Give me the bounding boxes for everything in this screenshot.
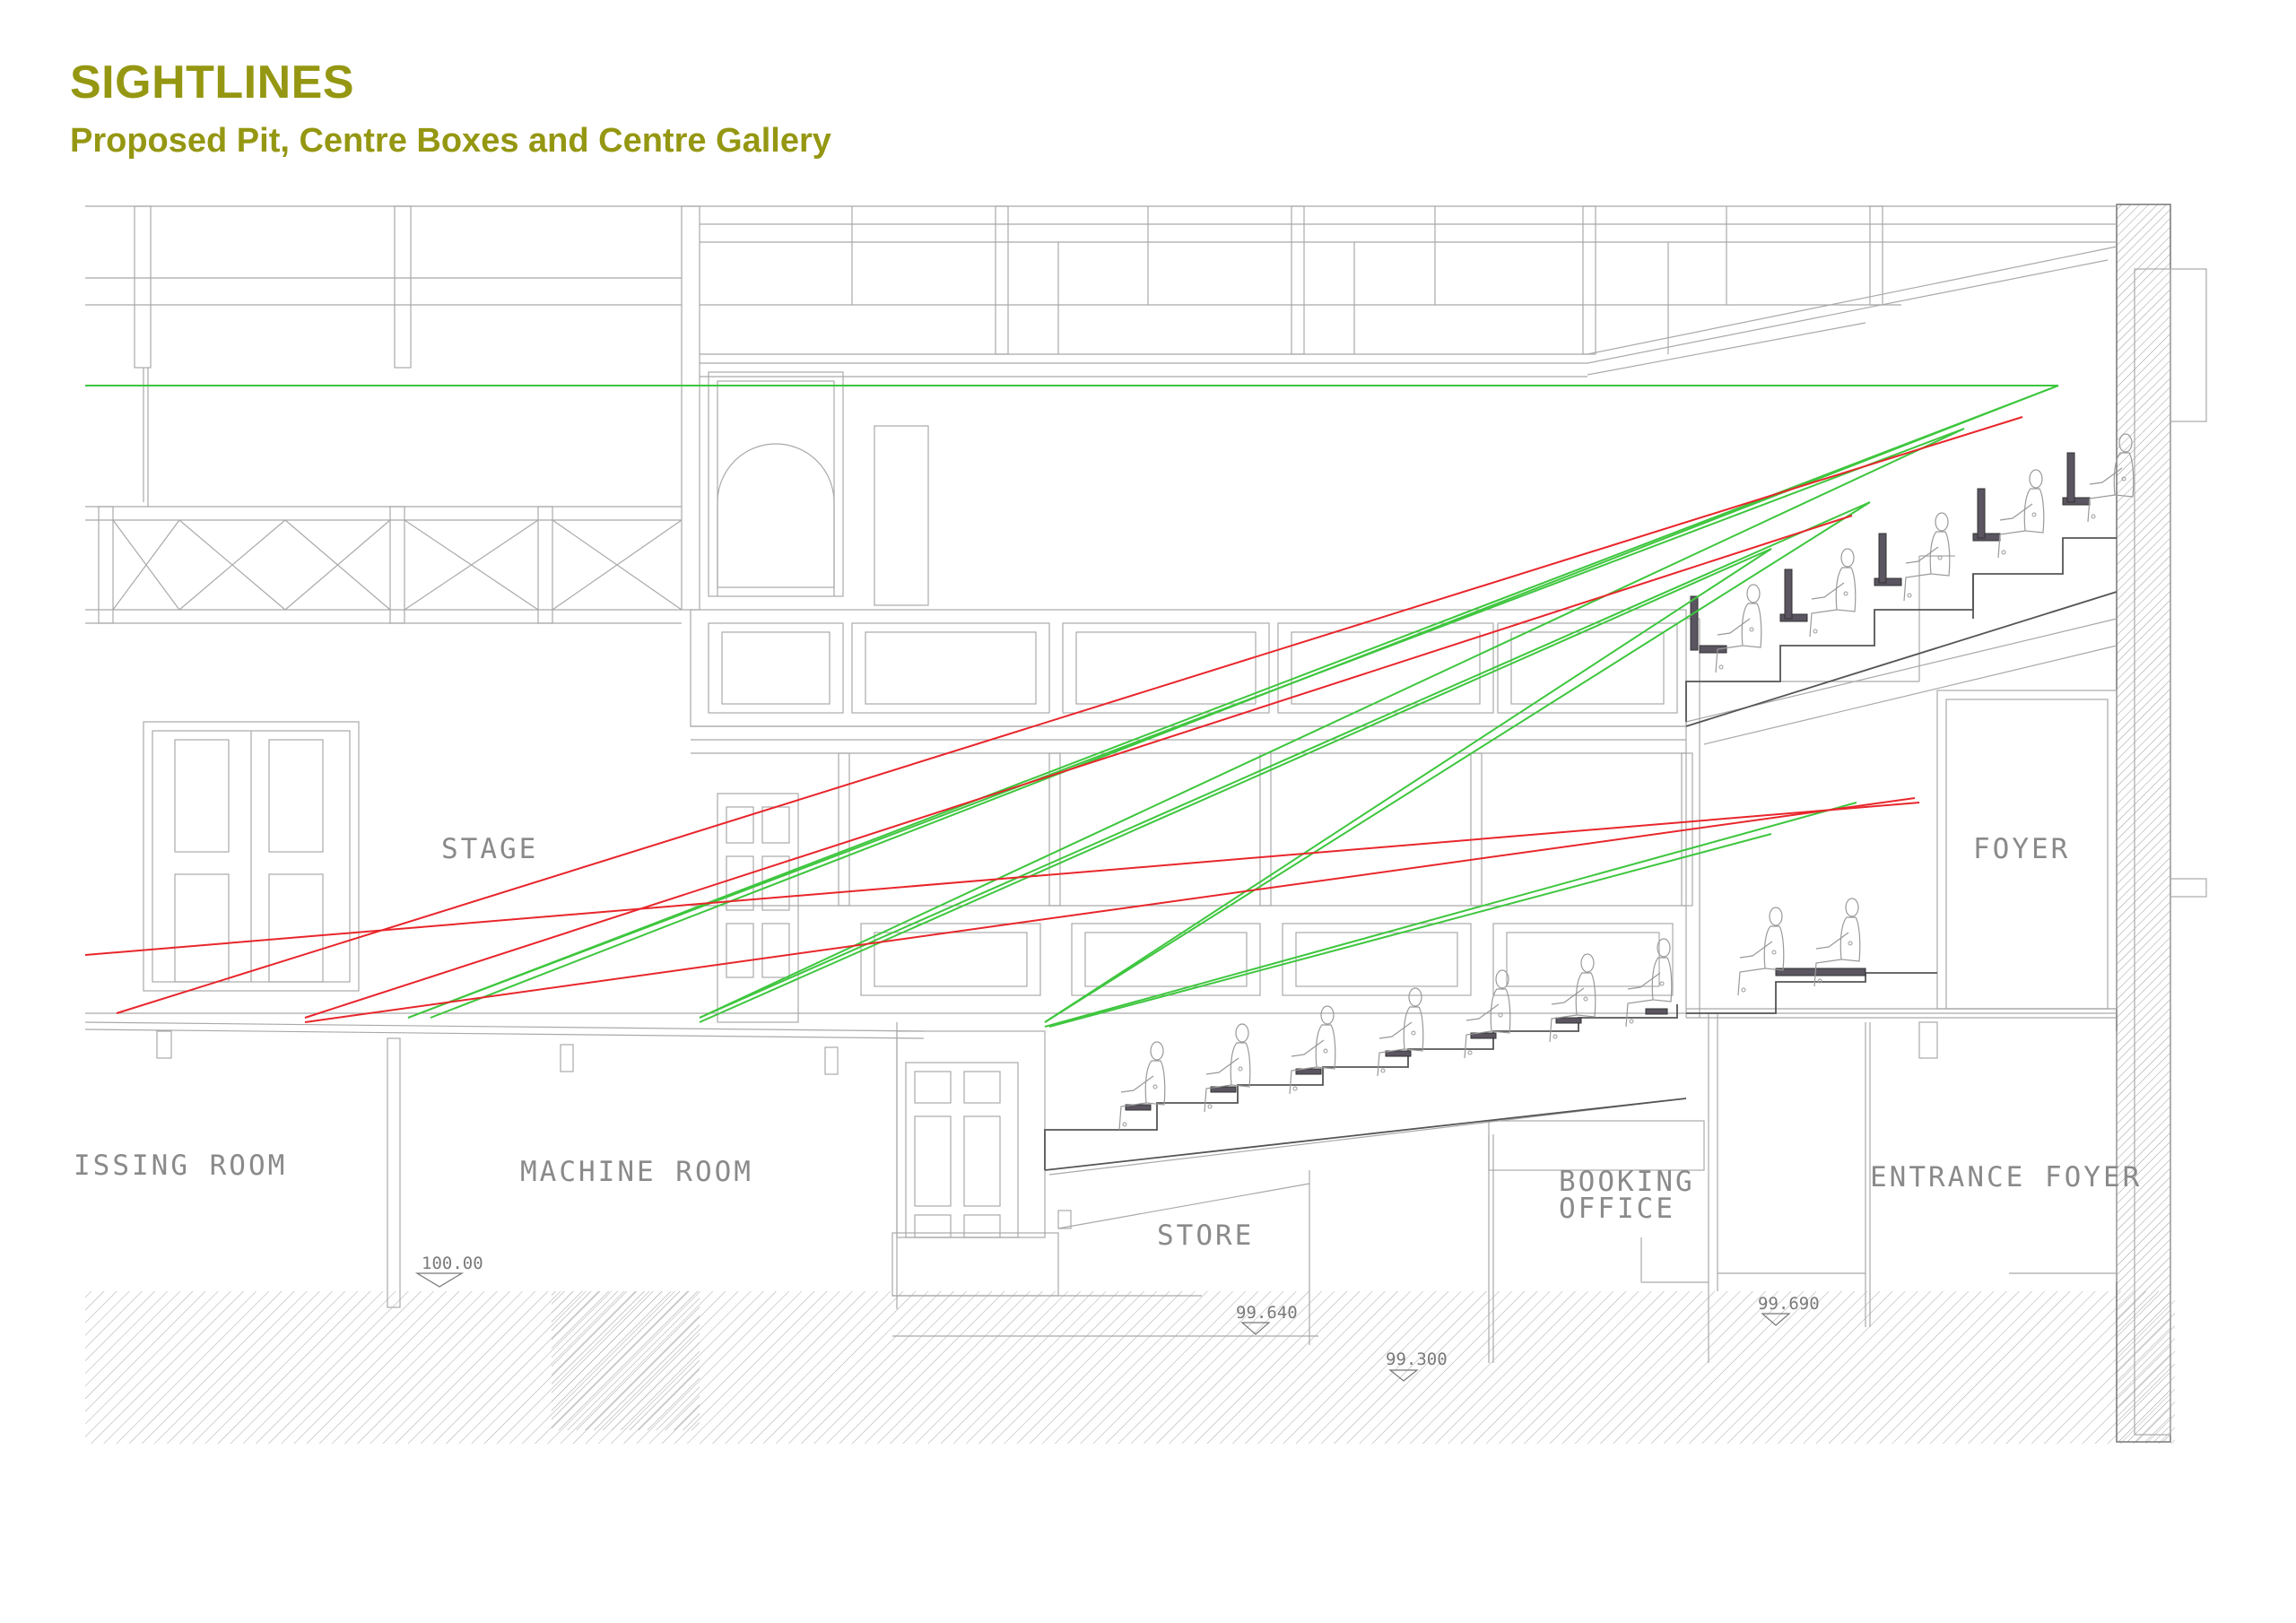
label-store: STORE xyxy=(1157,1219,1254,1252)
pit-steps xyxy=(1044,1004,1687,1171)
label-machine-room: MACHINE ROOM xyxy=(520,1156,753,1188)
level-machine-room: 100.00 xyxy=(422,1254,483,1273)
structure-lines xyxy=(84,205,2207,1436)
page-title: SIGHTLINES xyxy=(70,56,355,108)
ground-hatching xyxy=(85,204,2175,1444)
level-markers xyxy=(414,1272,1791,1382)
label-foyer: FOYER xyxy=(1973,833,2070,865)
level-booking: 99.300 xyxy=(1386,1350,1448,1369)
gallery-steps xyxy=(1685,537,2118,727)
room-labels: STAGE FOYER ISSING ROOM MACHINE ROOM STO… xyxy=(74,833,2142,1252)
label-booking-office-2: OFFICE xyxy=(1559,1193,1675,1225)
label-dressing-room: ISSING ROOM xyxy=(74,1150,287,1182)
box-steps xyxy=(1686,972,1937,1014)
sightlines-obstructed xyxy=(84,416,2023,1023)
level-entrance: 99.690 xyxy=(1758,1294,1820,1314)
label-booking-office-1: BOOKING xyxy=(1559,1166,1695,1198)
seats xyxy=(1125,452,2091,1111)
label-stage: STAGE xyxy=(441,833,538,865)
label-entrance-foyer: ENTRANCE FOYER xyxy=(1870,1161,2142,1193)
level-store: 99.640 xyxy=(1236,1303,1298,1323)
level-labels: 100.00 99.640 99.300 99.690 xyxy=(422,1254,1820,1369)
sightlines-clear xyxy=(85,385,2059,1028)
page-subtitle: Proposed Pit, Centre Boxes and Centre Ga… xyxy=(70,122,831,160)
